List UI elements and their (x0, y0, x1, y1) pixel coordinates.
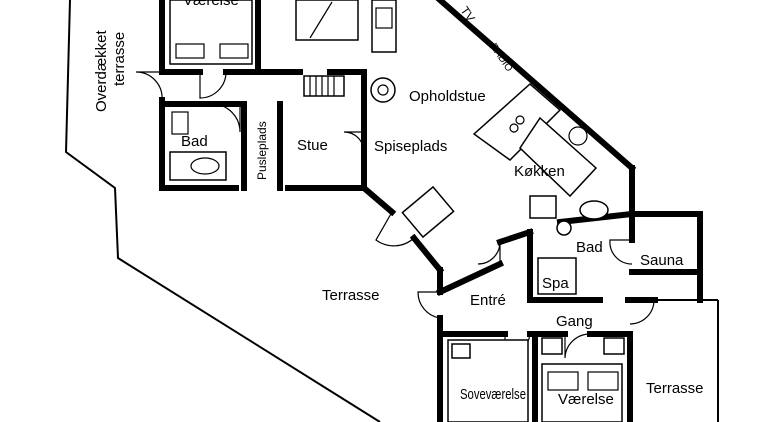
furniture (169, 0, 625, 422)
room-label-gang: Gang (556, 313, 593, 330)
room-label-bad-left: Bad (181, 133, 208, 150)
room-label-entre: Entré (470, 292, 506, 309)
room-label-vaerelse-top: Værelse (183, 0, 239, 9)
room-label-vaerelse-bottom: Værelse (558, 391, 614, 408)
room-label-koekken: Køkken (514, 163, 565, 180)
room-label-terrasse-right: Terrasse (646, 380, 704, 397)
room-label-pusleplads: Pusleplads (255, 121, 269, 180)
room-label-bad-right: Bad (576, 239, 603, 256)
room-label-terrasse-vertical: terrasse (111, 32, 128, 86)
room-label-terrasse-mid: Terrasse (322, 287, 380, 304)
room-label-spa: Spa (542, 275, 569, 292)
room-label-sovevaer: Soveværelse (460, 386, 526, 403)
room-label-sauna: Sauna (640, 252, 684, 269)
room-label-opholdstue: Opholdstue (409, 88, 486, 105)
terrace-outline-left (64, 0, 381, 422)
room-label-spiseplads: Spiseplads (374, 138, 447, 155)
room-label-overdaekket: Overdækket (93, 29, 110, 112)
room-label-stue: Stue (297, 137, 328, 154)
